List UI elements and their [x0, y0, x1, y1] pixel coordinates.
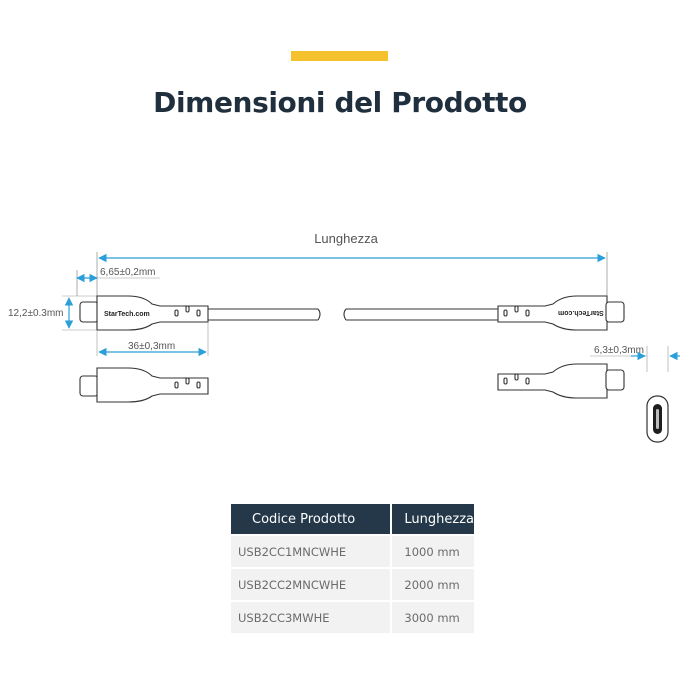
table-row: USB2CC3MWHE 3000 mm	[231, 600, 474, 633]
product-code-cell: USB2CC2MNCWHE	[231, 567, 393, 600]
brand-logo-right: StarTech.com	[558, 309, 604, 316]
connector-width-label: 6,65±0,2mm	[100, 267, 156, 278]
connector-width-dimension: 6,65±0,2mm	[76, 267, 160, 296]
table-row: USB2CC2MNCWHE 2000 mm	[231, 567, 474, 600]
connector-thickness-label: 6,3±0,3mm	[594, 345, 644, 356]
usb-c-end-view	[646, 395, 669, 443]
connector-length-dimension: 36±0,3mm	[96, 322, 209, 357]
length-cell: 1000 mm	[392, 534, 474, 567]
left-cable-top-view: StarTech.com	[79, 295, 321, 331]
connector-thickness-dimension: 6,3±0,3mm	[590, 345, 680, 372]
length-label: Lunghezza	[314, 231, 378, 246]
left-cable-side-view	[79, 367, 209, 403]
column-header-product-code: Codice Prodotto	[231, 504, 393, 534]
product-code-cell: USB2CC1MNCWHE	[231, 534, 393, 567]
product-code-cell: USB2CC3MWHE	[231, 600, 393, 633]
right-cable-top-view: StarTech.com	[343, 295, 625, 331]
length-dimension: Lunghezza	[96, 231, 608, 296]
column-header-length: Lunghezza	[392, 504, 474, 534]
brand-logo-left: StarTech.com	[104, 311, 150, 318]
table-row: USB2CC1MNCWHE 1000 mm	[231, 534, 474, 567]
page-title: Dimensioni del Prodotto	[153, 86, 527, 119]
length-cell: 3000 mm	[392, 600, 474, 633]
product-dimensions-table: Codice Prodotto Lunghezza USB2CC1MNCWHE …	[231, 504, 474, 633]
accent-bar	[291, 51, 388, 61]
connector-height-label: 12,2±0.3mm	[8, 308, 64, 319]
length-cell: 2000 mm	[392, 567, 474, 600]
connector-length-label: 36±0,3mm	[128, 341, 175, 352]
right-cable-side-view	[497, 363, 625, 399]
connector-height-dimension: 12,2±0.3mm	[8, 295, 97, 331]
table-header-row: Codice Prodotto Lunghezza	[231, 504, 474, 534]
